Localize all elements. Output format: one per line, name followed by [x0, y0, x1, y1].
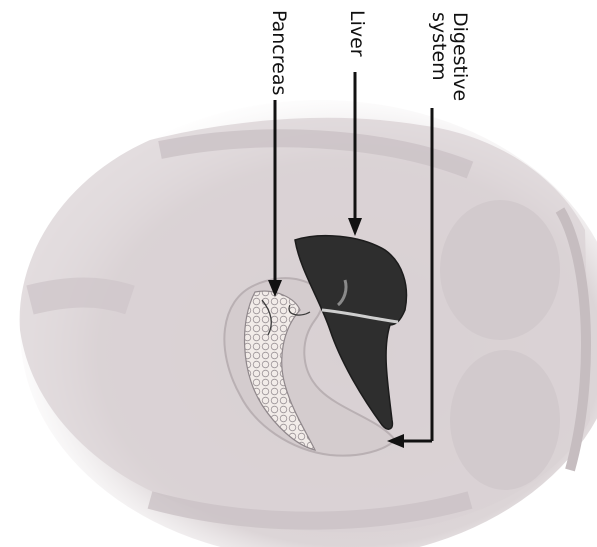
label-liver: Liver: [346, 10, 367, 57]
label-pancreas: Pancreas: [268, 10, 289, 95]
label-digestive-system: Digestive system: [428, 12, 470, 101]
label-digestive-line2: system: [428, 12, 449, 101]
label-digestive-line1: Digestive: [449, 12, 470, 101]
